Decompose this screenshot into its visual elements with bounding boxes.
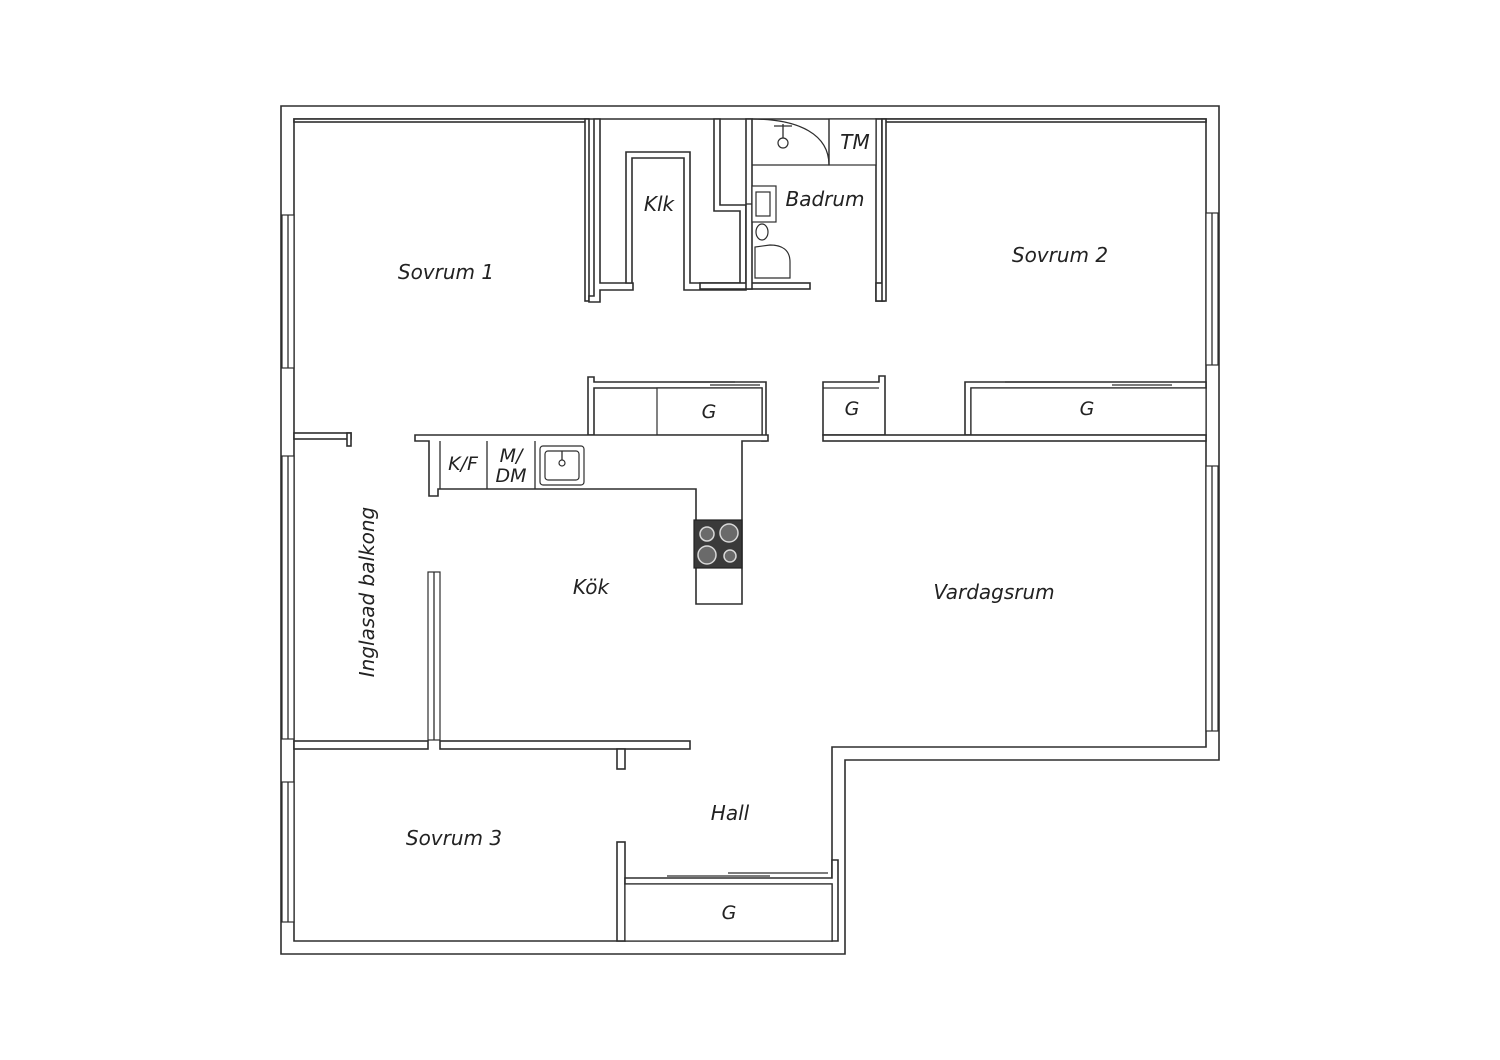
sovrum1-walls bbox=[293, 118, 590, 447]
hall-wardrobe bbox=[616, 841, 839, 942]
sovrum3-top-wall bbox=[293, 740, 691, 770]
kitchen-counter bbox=[414, 434, 769, 605]
stove-icon bbox=[693, 519, 743, 569]
wardrobe-label: G bbox=[1080, 398, 1095, 420]
windows-left bbox=[281, 214, 295, 923]
wardrobe-label: G bbox=[702, 401, 717, 423]
vardagsrum-top-wall bbox=[822, 434, 1207, 442]
klk-walls bbox=[588, 118, 811, 303]
room-label-sovrum3: Sovrum 3 bbox=[406, 826, 502, 850]
room-label-vardagsrum: Vardagsrum bbox=[933, 580, 1054, 604]
room-label-badrum: Badrum bbox=[785, 187, 864, 211]
fridge-freezer-label: K/F bbox=[448, 453, 479, 475]
microwave-dishwasher-label-1: M/ bbox=[500, 445, 525, 467]
microwave-dishwasher-label-2: DM bbox=[495, 465, 526, 487]
wardrobe-label: G bbox=[845, 398, 860, 420]
room-label-klk: Klk bbox=[644, 192, 676, 216]
wardrobes-middle bbox=[587, 375, 1207, 442]
windows-right bbox=[1205, 212, 1219, 732]
room-label-kok: Kök bbox=[573, 575, 611, 599]
wardrobe-label: G bbox=[722, 902, 737, 924]
room-label-tm: TM bbox=[840, 130, 869, 154]
balkong-window-wall bbox=[427, 571, 441, 741]
shower-icon bbox=[751, 118, 830, 166]
room-label-hall: Hall bbox=[711, 801, 750, 825]
toilet-icon bbox=[754, 223, 791, 279]
room-label-sovrum2: Sovrum 2 bbox=[1012, 243, 1108, 267]
sink-icon bbox=[746, 185, 777, 223]
room-label-sovrum1: Sovrum 1 bbox=[398, 260, 494, 284]
room-label-balkong: Inglasad balkong bbox=[355, 507, 379, 678]
sovrum2-walls bbox=[881, 118, 1207, 302]
